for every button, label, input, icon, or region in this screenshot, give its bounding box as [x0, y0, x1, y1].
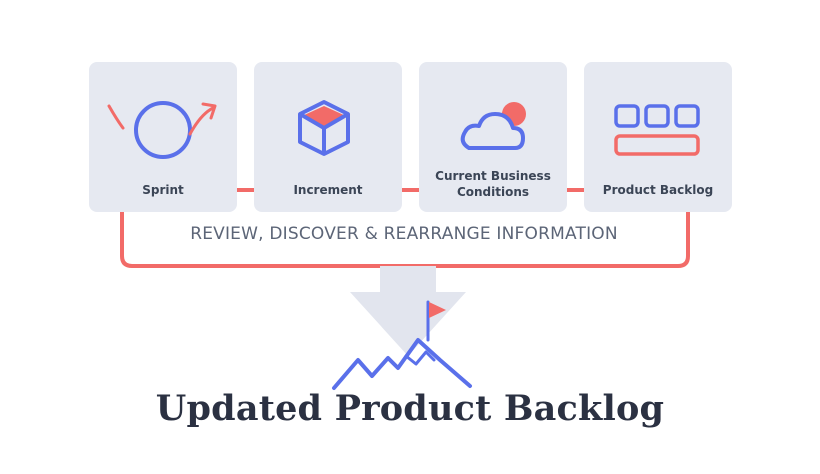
- mountain-flag-icon: [332, 300, 472, 390]
- card-increment: Increment: [254, 62, 402, 212]
- card-label-business-conditions: Current Business Conditions: [425, 168, 561, 200]
- card-sprint: Sprint: [89, 62, 237, 212]
- result-title: Updated Product Backlog: [155, 388, 665, 429]
- cube-icon: [298, 100, 350, 156]
- card-business-conditions: Current Business Conditions: [419, 62, 567, 212]
- down-arrow-icon: [350, 266, 466, 356]
- card-product-backlog: Product Backlog: [584, 62, 732, 212]
- card-label-product-backlog: Product Backlog: [602, 183, 714, 197]
- cloud-sun-icon: [460, 102, 526, 150]
- card-label-increment: Increment: [293, 183, 363, 197]
- card-label-sprint: Sprint: [142, 183, 184, 197]
- backlog-blocks-icon: [614, 104, 700, 156]
- card-label-line2: Conditions: [456, 185, 530, 199]
- review-text: REVIEW, DISCOVER & REARRANGE INFORMATION: [190, 224, 618, 244]
- sprint-cycle-icon: [107, 101, 217, 159]
- card-label-line1: Current Business: [435, 169, 551, 183]
